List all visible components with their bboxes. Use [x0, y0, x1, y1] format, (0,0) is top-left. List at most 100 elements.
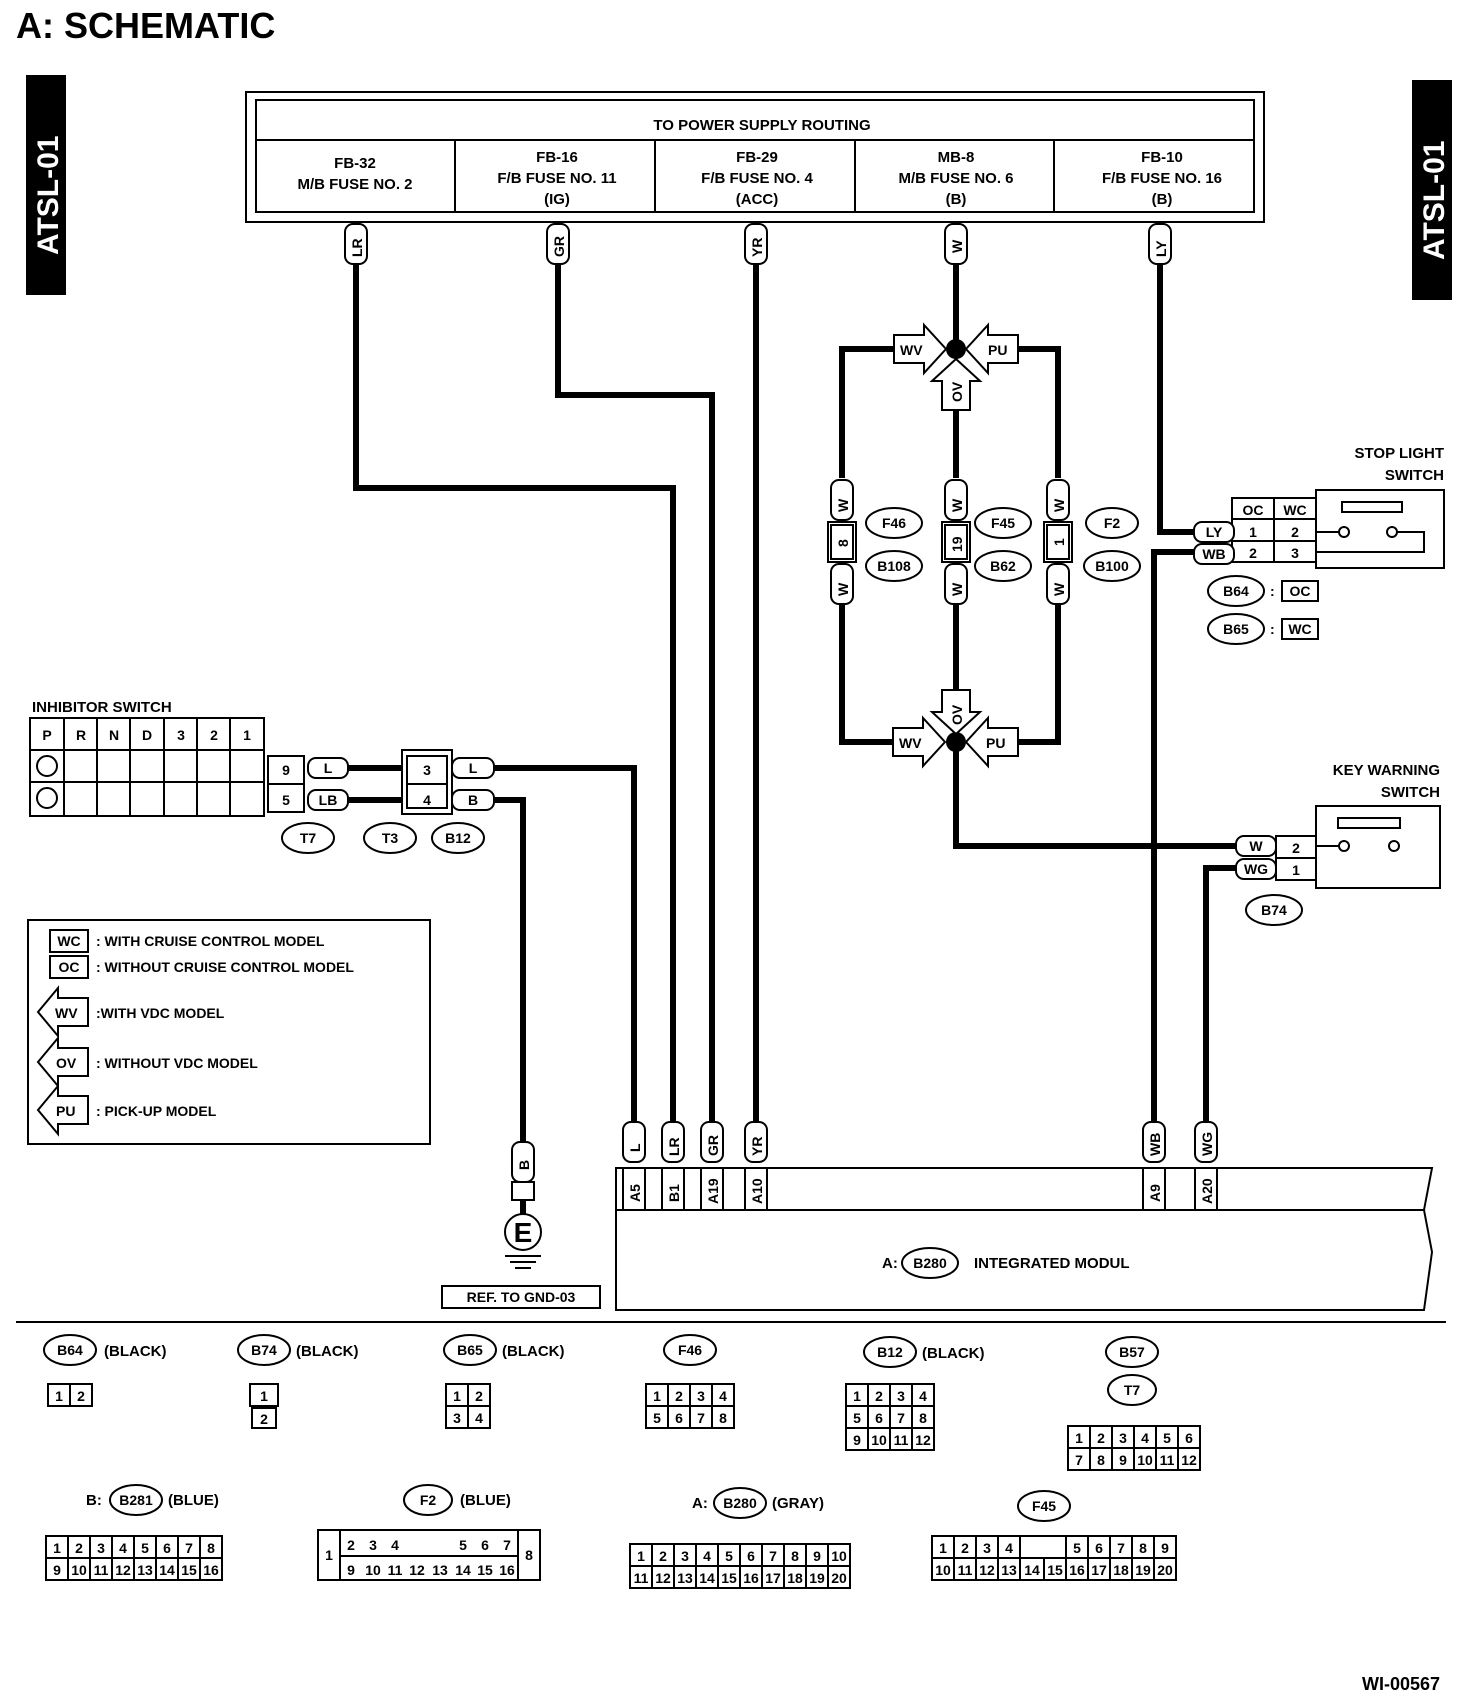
svg-text:INHIBITOR SWITCH: INHIBITOR SWITCH [32, 699, 172, 716]
svg-text:2: 2 [1292, 840, 1300, 856]
svg-text:(GRAY): (GRAY) [772, 1495, 824, 1512]
svg-text:T7: T7 [300, 830, 317, 846]
wires [338, 262, 1236, 1215]
svg-text:18: 18 [787, 1570, 803, 1586]
svg-text:2: 2 [659, 1548, 667, 1564]
svg-text:WV: WV [55, 1005, 78, 1021]
svg-text:WB: WB [1202, 546, 1225, 562]
side-tag-left: ATSL-01 [26, 75, 66, 295]
svg-text:OC: OC [1290, 583, 1311, 599]
svg-text:5: 5 [853, 1410, 861, 1426]
wire-tag: LR [344, 223, 368, 265]
wire-tags-top: LR GR YR W LY [344, 223, 1172, 265]
svg-text:B12: B12 [877, 1344, 903, 1360]
svg-text:: WITHOUT VDC MODEL: : WITHOUT VDC MODEL [96, 1055, 258, 1071]
legend-item: PU : PICK-UP MODEL [36, 1083, 217, 1137]
svg-text:16: 16 [1069, 1562, 1085, 1578]
svg-text:W: W [949, 582, 965, 596]
svg-text:3: 3 [983, 1540, 991, 1556]
svg-text:1: 1 [939, 1540, 947, 1556]
svg-text:B:: B: [86, 1492, 102, 1509]
svg-text:1: 1 [453, 1388, 461, 1404]
svg-text:8: 8 [525, 1547, 533, 1563]
svg-text:B65: B65 [1223, 621, 1249, 637]
legend-item: WV :WITH VDC MODEL [36, 985, 225, 1039]
svg-text:M/B FUSE NO. 6: M/B FUSE NO. 6 [898, 170, 1013, 187]
svg-text:7: 7 [697, 1410, 705, 1426]
svg-text:B280: B280 [723, 1495, 757, 1511]
branch-connector-2: W 19 W F45 B62 [941, 479, 1032, 605]
fuse-cell: MB-8 M/B FUSE NO. 6 (B) [898, 149, 1013, 208]
svg-text:LY: LY [1206, 524, 1223, 540]
svg-text:12: 12 [915, 1432, 931, 1448]
legend-item: OC : WITHOUT CRUISE CONTROL MODEL [49, 955, 354, 979]
svg-text:19: 19 [809, 1570, 825, 1586]
svg-text:7: 7 [1075, 1452, 1083, 1468]
svg-text:A20: A20 [1199, 1178, 1215, 1204]
svg-text::: : [1270, 621, 1275, 637]
fuse-cell: FB-29 F/B FUSE NO. 4 (ACC) [701, 149, 813, 208]
svg-text:PU: PU [56, 1103, 75, 1119]
svg-text:3: 3 [453, 1410, 461, 1426]
svg-text:5: 5 [141, 1540, 149, 1556]
svg-text:12: 12 [115, 1562, 131, 1578]
svg-text:OC: OC [59, 959, 80, 975]
svg-text:12: 12 [655, 1570, 671, 1586]
svg-text:A10: A10 [749, 1178, 765, 1204]
svg-text:4: 4 [1005, 1540, 1013, 1556]
svg-text:(BLACK): (BLACK) [502, 1343, 564, 1360]
legend: WC : WITH CRUISE CONTROL MODEL OC : WITH… [27, 919, 431, 1145]
fuse-cell: FB-32 M/B FUSE NO. 2 [297, 155, 412, 193]
svg-text:10: 10 [871, 1432, 887, 1448]
svg-text:13: 13 [1001, 1562, 1017, 1578]
svg-text:2: 2 [961, 1540, 969, 1556]
svg-text:(ACC): (ACC) [736, 191, 779, 208]
svg-text:OV: OV [949, 381, 965, 402]
svg-text:7: 7 [503, 1537, 511, 1553]
svg-text:20: 20 [1157, 1562, 1173, 1578]
svg-text:16: 16 [203, 1562, 219, 1578]
svg-text:13: 13 [432, 1562, 448, 1578]
svg-text:F/B FUSE NO. 11: F/B FUSE NO. 11 [497, 170, 616, 187]
svg-text:: PICK-UP MODEL: : PICK-UP MODEL [96, 1103, 217, 1119]
svg-text:A:: A: [692, 1495, 708, 1512]
svg-text:17: 17 [1091, 1562, 1107, 1578]
fuse-cell: FB-10 F/B FUSE NO. 16 (B) [1102, 149, 1222, 208]
module-terminal: WB A9 [1142, 1121, 1166, 1211]
module-terminal: GR A19 [700, 1121, 724, 1211]
legend-item: WC : WITH CRUISE CONTROL MODEL [49, 929, 325, 953]
arrow-wv-top: WV [893, 322, 948, 376]
svg-text:B74: B74 [251, 1342, 277, 1358]
svg-text:B12: B12 [445, 830, 471, 846]
svg-text:FB-29: FB-29 [736, 149, 778, 166]
svg-text:(B): (B) [946, 191, 967, 208]
svg-text:6: 6 [875, 1410, 883, 1426]
svg-text:2: 2 [1249, 545, 1257, 561]
svg-text:WG: WG [1244, 861, 1268, 877]
svg-text:4: 4 [703, 1548, 711, 1564]
svg-text:19: 19 [1135, 1562, 1151, 1578]
svg-text:4: 4 [475, 1410, 483, 1426]
svg-text:2: 2 [1291, 524, 1299, 540]
connector-view-b57-t7: B57 T7 1 2 3 4 5 6 7 8 9 10 11 12 [1067, 1336, 1201, 1471]
wire-tag: LY [1148, 223, 1172, 265]
wire-tag: W [944, 223, 968, 265]
svg-text:W: W [1051, 582, 1067, 596]
splice-top: WV PU OV [893, 322, 1019, 411]
svg-text:F2: F2 [420, 1492, 437, 1508]
svg-text:B: B [516, 1160, 532, 1170]
svg-text:20: 20 [831, 1570, 847, 1586]
svg-text:B62: B62 [990, 558, 1016, 574]
svg-text:5: 5 [1163, 1430, 1171, 1446]
svg-text:1: 1 [637, 1548, 645, 1564]
svg-text:D: D [142, 727, 152, 743]
svg-text:18: 18 [1113, 1562, 1129, 1578]
svg-text:10: 10 [1137, 1452, 1153, 1468]
svg-text:KEY WARNING: KEY WARNING [1333, 762, 1440, 779]
svg-text:F2: F2 [1104, 515, 1121, 531]
svg-text:6: 6 [481, 1537, 489, 1553]
svg-text:15: 15 [1047, 1562, 1063, 1578]
svg-text:W: W [949, 498, 965, 512]
svg-text:1: 1 [1075, 1430, 1083, 1446]
svg-text:2: 2 [260, 1411, 268, 1427]
